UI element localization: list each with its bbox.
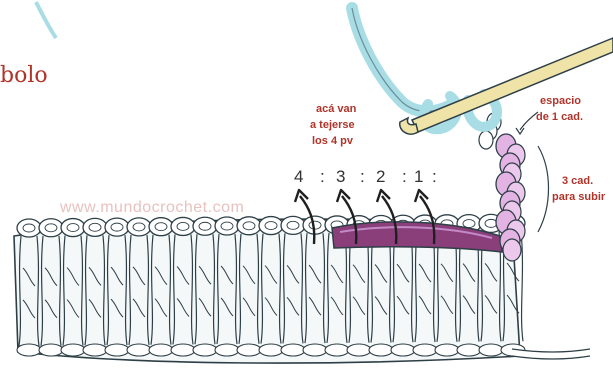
space-note: espacio de 1 cad.: [516, 95, 583, 134]
chain-note-line-1: 3 cad.: [562, 175, 593, 187]
chain-note-line-2: para subir: [552, 191, 606, 203]
chain-bracket: [538, 146, 549, 232]
stitch-number-separator: :: [402, 167, 407, 186]
stitches-note: acá van a tejerse los 4 pv: [310, 103, 357, 147]
space-note-line-2: de 1 cad.: [536, 111, 583, 123]
stitch-number-separator: :: [432, 167, 437, 186]
chain-note: 3 cad. para subir: [538, 146, 606, 232]
stitch-number-1: 1: [414, 167, 423, 186]
stitch-number-2: 2: [376, 167, 385, 186]
working-yarn: [352, 8, 452, 111]
stitch-number-3: 3: [336, 167, 345, 186]
watermark-text: www.mundocrochet.com: [59, 199, 244, 216]
stitches-note-line-1: acá van: [316, 103, 357, 115]
space-note-line-1: espacio: [540, 95, 581, 107]
yarn-strand-top-left: [36, 2, 56, 38]
stitch-number-row: 4 : 3 : 2 : 1 :: [294, 167, 437, 186]
stitch-number-separator: :: [320, 167, 325, 186]
stitch-number-separator: :: [360, 167, 365, 186]
top-left-word: bolo: [0, 63, 48, 88]
stitches-note-line-3: los 4 pv: [312, 135, 354, 147]
stitches-note-line-2: a tejerse: [310, 119, 355, 131]
stitch-number-4: 4: [294, 167, 303, 186]
